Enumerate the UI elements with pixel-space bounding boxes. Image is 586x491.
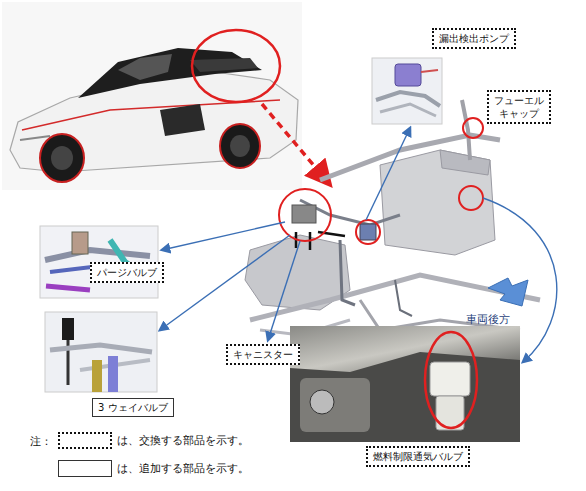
leader-lines: [160, 128, 557, 362]
part-box: フューエル キャップ: [487, 90, 551, 124]
part-name: パージバルブ: [97, 266, 157, 279]
legend-swatch: [58, 460, 112, 477]
part-box: 漏出検出ポンプ: [432, 28, 516, 49]
part-name: 漏出検出ポンプ: [439, 32, 509, 45]
legend-text: は、追加する部品を示す。: [117, 461, 249, 476]
part-box: 3 ウェイバルブ: [92, 398, 174, 417]
part-name: キャニスター: [233, 348, 293, 361]
part-name: 3 ウェイバルブ: [98, 401, 168, 414]
three-way-valve-inset: [45, 312, 157, 392]
vent-valve-photo: [290, 326, 520, 442]
note-label: 注：: [30, 434, 52, 449]
car-photo: [2, 2, 326, 190]
part-name: 燃料制限通気バルブ: [373, 450, 463, 463]
part-name: フューエル キャップ: [494, 94, 544, 120]
legend-row: は、追加する部品を示す。: [58, 460, 249, 477]
legend-text: は、交換する部品を示す。: [117, 433, 249, 448]
legend-row: は、交換する部品を示す。: [58, 432, 249, 449]
direction-label: 車両後方: [466, 312, 510, 327]
part-box: キャニスター: [226, 344, 300, 365]
rearward-arrow: [488, 278, 528, 306]
fuel-system-drawing: [245, 100, 540, 335]
part-box: パージバルブ: [90, 262, 164, 283]
part-box: 燃料制限通気バルブ: [366, 446, 470, 467]
legend-swatch: [58, 432, 112, 449]
pump-inset: [372, 58, 442, 124]
